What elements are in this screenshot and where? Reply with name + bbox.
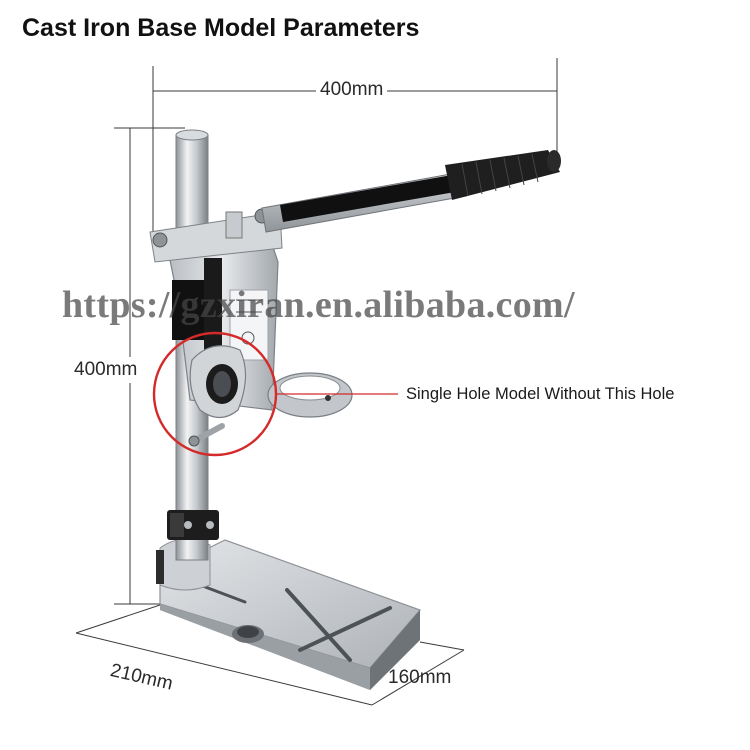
drill-clamp-ring xyxy=(267,372,353,418)
hole-callout-text: Single Hole Model Without This Hole xyxy=(406,385,675,403)
width-dimension-label: 400mm xyxy=(316,79,388,101)
page-title: Cast Iron Base Model Parameters xyxy=(22,14,420,42)
lever-arm xyxy=(261,150,561,233)
height-dimension-label: 400mm xyxy=(74,357,138,383)
secondary-hole-clamp xyxy=(188,345,247,447)
hole-highlight xyxy=(152,331,398,457)
store-watermark: https://gzxiran.en.alibaba.com/ xyxy=(62,284,575,326)
depth-stop-collar xyxy=(156,510,219,584)
depth-dimension-lines xyxy=(75,603,465,706)
cast-iron-base xyxy=(159,538,422,690)
base-dimension-label: 160mm xyxy=(388,667,452,688)
